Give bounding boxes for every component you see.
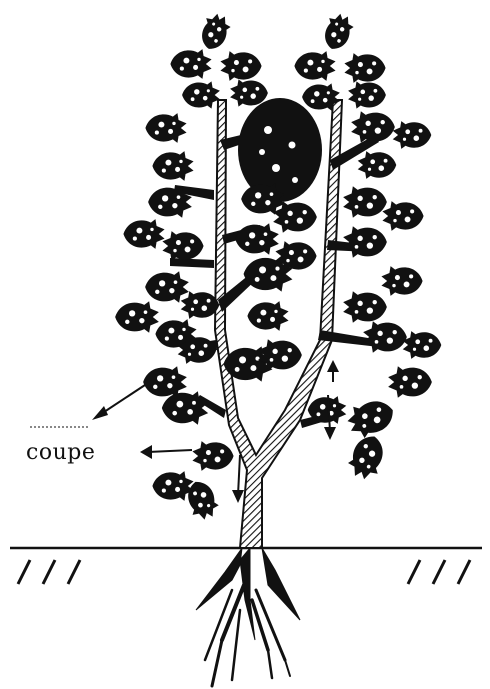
arrow-upper-left <box>92 385 145 420</box>
arrow-center-down <box>232 455 244 503</box>
roots <box>196 548 300 686</box>
cut-label: coupe <box>26 440 95 465</box>
arrow-right-upper <box>327 360 339 382</box>
ground-hatching-left <box>18 560 80 584</box>
arrow-lower-left <box>140 445 192 459</box>
ground-hatching-right <box>408 560 470 584</box>
